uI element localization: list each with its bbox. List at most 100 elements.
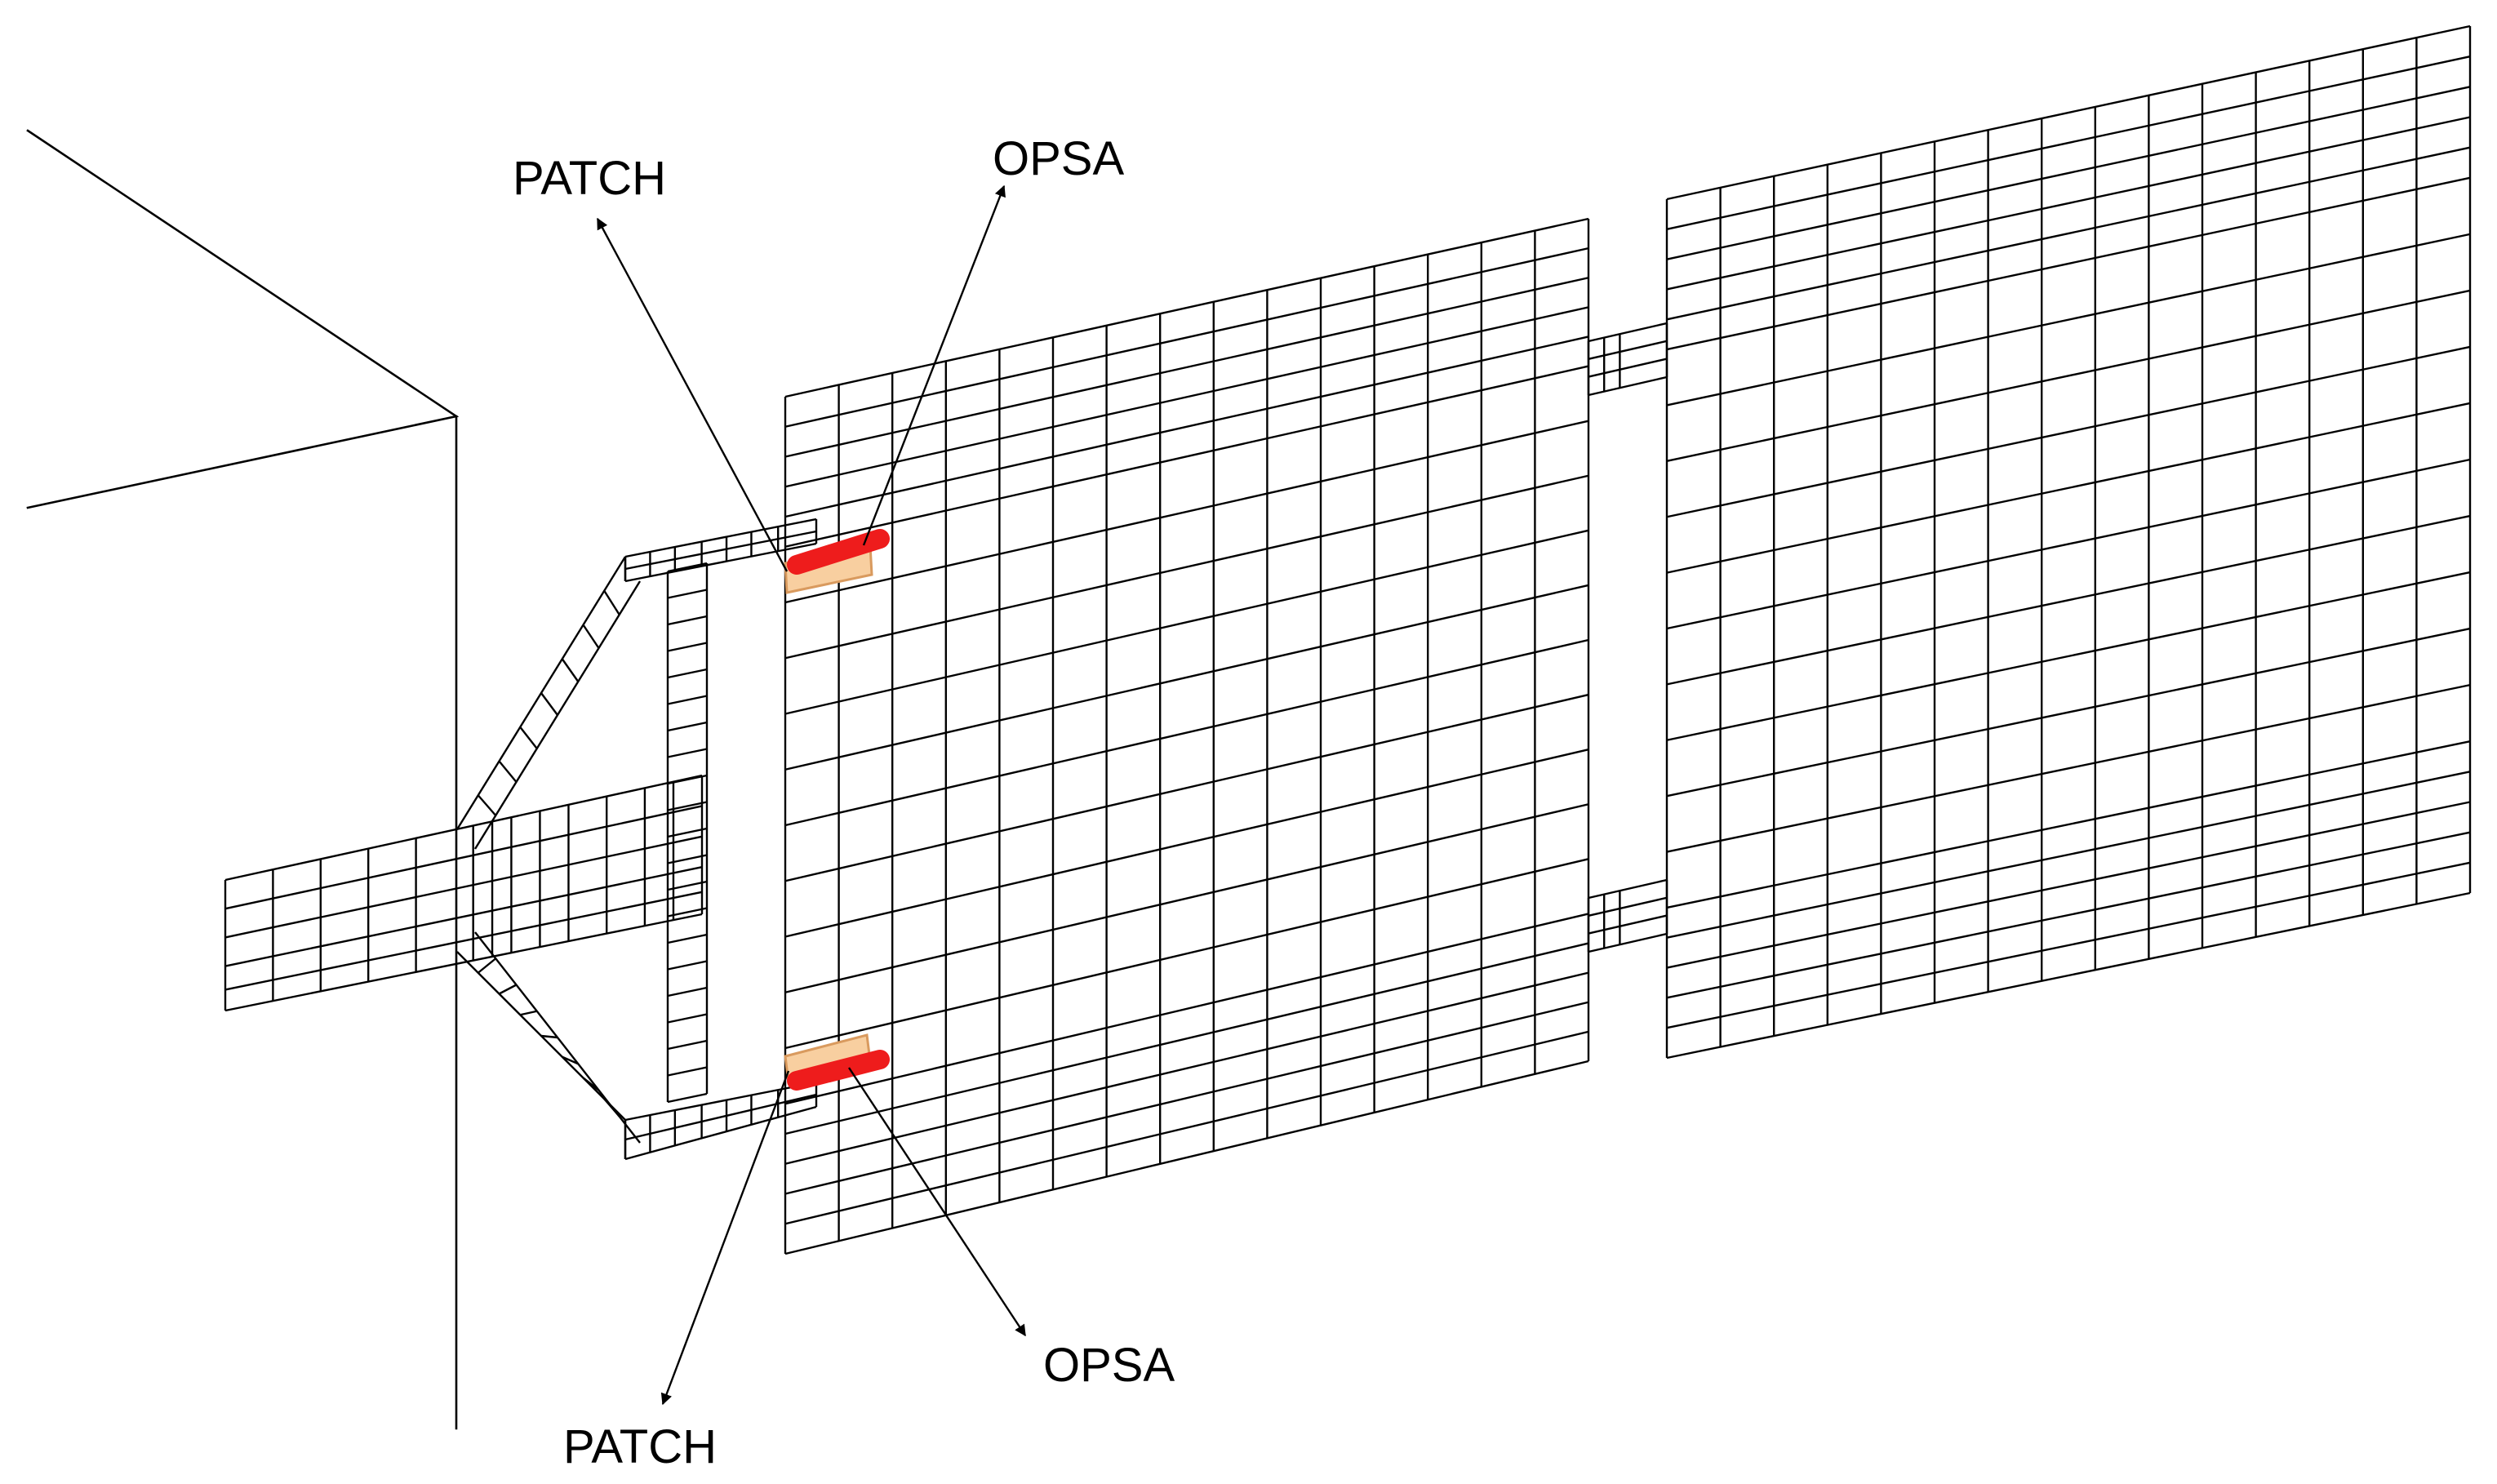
strut-rung bbox=[540, 692, 558, 716]
leader-lines bbox=[596, 184, 1027, 1406]
label-patch-top: PATCH bbox=[513, 152, 666, 205]
mesh-line-horizontal bbox=[667, 1039, 708, 1051]
mesh-line-horizontal bbox=[667, 774, 708, 785]
frame-column-mesh bbox=[666, 562, 709, 1104]
strut-rung bbox=[582, 624, 600, 649]
mesh-line-horizontal bbox=[1666, 801, 2471, 969]
mesh-line-horizontal bbox=[667, 615, 708, 626]
strut-rung bbox=[519, 1010, 538, 1016]
mesh-line-horizontal bbox=[784, 1060, 1589, 1255]
mesh-line-horizontal bbox=[224, 866, 703, 967]
mesh-line-horizontal bbox=[784, 803, 1589, 993]
strut-rung bbox=[603, 590, 620, 615]
mesh-line-horizontal bbox=[1588, 322, 1668, 343]
opsa-top bbox=[787, 529, 890, 575]
mesh-line-horizontal bbox=[784, 217, 1589, 398]
mesh-line-horizontal bbox=[667, 907, 708, 918]
mesh-line-horizontal bbox=[1588, 878, 1668, 900]
mesh-line-horizontal bbox=[784, 858, 1589, 1050]
leader-opsa-bottom bbox=[847, 1067, 1027, 1337]
mesh-line-horizontal bbox=[784, 277, 1589, 458]
mesh-line-horizontal bbox=[1588, 358, 1668, 378]
mesh-line-horizontal bbox=[1588, 914, 1668, 935]
mesh-line-horizontal bbox=[224, 891, 703, 991]
mesh-line-horizontal bbox=[1666, 233, 2471, 407]
mesh-line-horizontal bbox=[1666, 289, 2471, 463]
strut-rung bbox=[562, 1055, 579, 1065]
strut-rung bbox=[498, 984, 518, 995]
mesh-line-horizontal bbox=[1666, 740, 2471, 909]
mesh-line-horizontal bbox=[784, 1030, 1589, 1225]
mesh-line-horizontal bbox=[784, 693, 1589, 882]
mesh-line-horizontal bbox=[224, 774, 703, 882]
mesh-line-horizontal bbox=[1588, 896, 1668, 917]
mesh-line-horizontal bbox=[667, 960, 708, 971]
mesh-line-horizontal bbox=[1666, 402, 2471, 574]
label-patch-bottom: PATCH bbox=[563, 1420, 717, 1473]
mesh-line-horizontal bbox=[1666, 146, 2471, 321]
mesh-line-horizontal bbox=[784, 1001, 1589, 1195]
leader-patch-top bbox=[596, 217, 789, 572]
strut-rung bbox=[477, 957, 497, 974]
mesh-line-horizontal bbox=[1588, 375, 1668, 397]
mesh-line-horizontal bbox=[667, 854, 708, 864]
mesh-line-horizontal bbox=[1666, 571, 2471, 741]
mesh-line-horizontal bbox=[1666, 514, 2471, 686]
frame-lower-arm-mesh bbox=[456, 931, 818, 1161]
mesh-line-horizontal bbox=[784, 306, 1589, 488]
mesh-line-horizontal bbox=[667, 668, 708, 679]
strut-rung bbox=[582, 1077, 600, 1091]
mesh-line-horizontal bbox=[1666, 771, 2471, 939]
panel-hinge-links bbox=[1587, 322, 1668, 953]
mesh-line-horizontal bbox=[1666, 831, 2471, 999]
mesh-line-horizontal bbox=[667, 827, 708, 838]
mesh-line-horizontal bbox=[667, 589, 708, 599]
strut-rung bbox=[561, 658, 580, 682]
mesh-line-horizontal bbox=[667, 642, 708, 652]
satellite-bus bbox=[26, 129, 460, 1430]
strut-rung bbox=[498, 760, 518, 783]
mesh-line-horizontal bbox=[667, 880, 708, 891]
frame-upper-arm-mesh bbox=[455, 518, 818, 850]
strut-rung bbox=[540, 1034, 558, 1039]
solar-panel-2-mesh bbox=[1665, 24, 2472, 1060]
bus-top-edge bbox=[26, 129, 460, 509]
mesh-line-horizontal bbox=[1666, 116, 2471, 291]
mesh-line-horizontal bbox=[1666, 683, 2471, 853]
mesh-line-horizontal bbox=[667, 562, 708, 573]
mesh-line-horizontal bbox=[667, 801, 708, 811]
mesh-line-horizontal bbox=[784, 638, 1589, 827]
mesh-line-horizontal bbox=[1666, 86, 2471, 260]
leader-patch-bottom bbox=[660, 1070, 790, 1406]
mesh-line-horizontal bbox=[784, 748, 1589, 938]
mesh-line-horizontal bbox=[667, 986, 708, 997]
mesh-line-horizontal bbox=[224, 913, 703, 1012]
mesh-line-horizontal bbox=[1666, 891, 2471, 1060]
mesh-line-horizontal bbox=[224, 835, 703, 939]
label-opsa-top: OPSA bbox=[993, 132, 1124, 185]
leader-opsa-top bbox=[862, 184, 1006, 546]
mesh-line-horizontal bbox=[784, 474, 1589, 660]
mesh-line-horizontal bbox=[784, 420, 1589, 604]
mesh-line-horizontal bbox=[667, 748, 708, 758]
mesh-line-horizontal bbox=[1666, 176, 2471, 351]
mesh-line-horizontal bbox=[784, 529, 1589, 715]
mesh-line-horizontal bbox=[784, 942, 1589, 1135]
mesh-line-horizontal bbox=[1588, 932, 1668, 953]
mesh-line-horizontal bbox=[784, 365, 1589, 548]
mesh-line-horizontal bbox=[667, 1013, 708, 1024]
mesh-line-horizontal bbox=[784, 913, 1589, 1105]
strut-rung bbox=[519, 726, 538, 749]
mesh-line-horizontal bbox=[1666, 458, 2471, 630]
label-opsa-bottom: OPSA bbox=[1043, 1339, 1175, 1392]
solar-panel-1-mesh bbox=[784, 217, 1590, 1255]
mesh-line-horizontal bbox=[784, 335, 1589, 518]
mesh-line-horizontal bbox=[784, 971, 1589, 1165]
mesh-line-horizontal bbox=[1666, 24, 2471, 201]
mesh-line-horizontal bbox=[667, 721, 708, 732]
strut-rung bbox=[477, 794, 497, 816]
mesh-line-horizontal bbox=[667, 1092, 708, 1104]
mesh-line-horizontal bbox=[1666, 861, 2471, 1029]
mesh-line-horizontal bbox=[667, 1066, 708, 1077]
